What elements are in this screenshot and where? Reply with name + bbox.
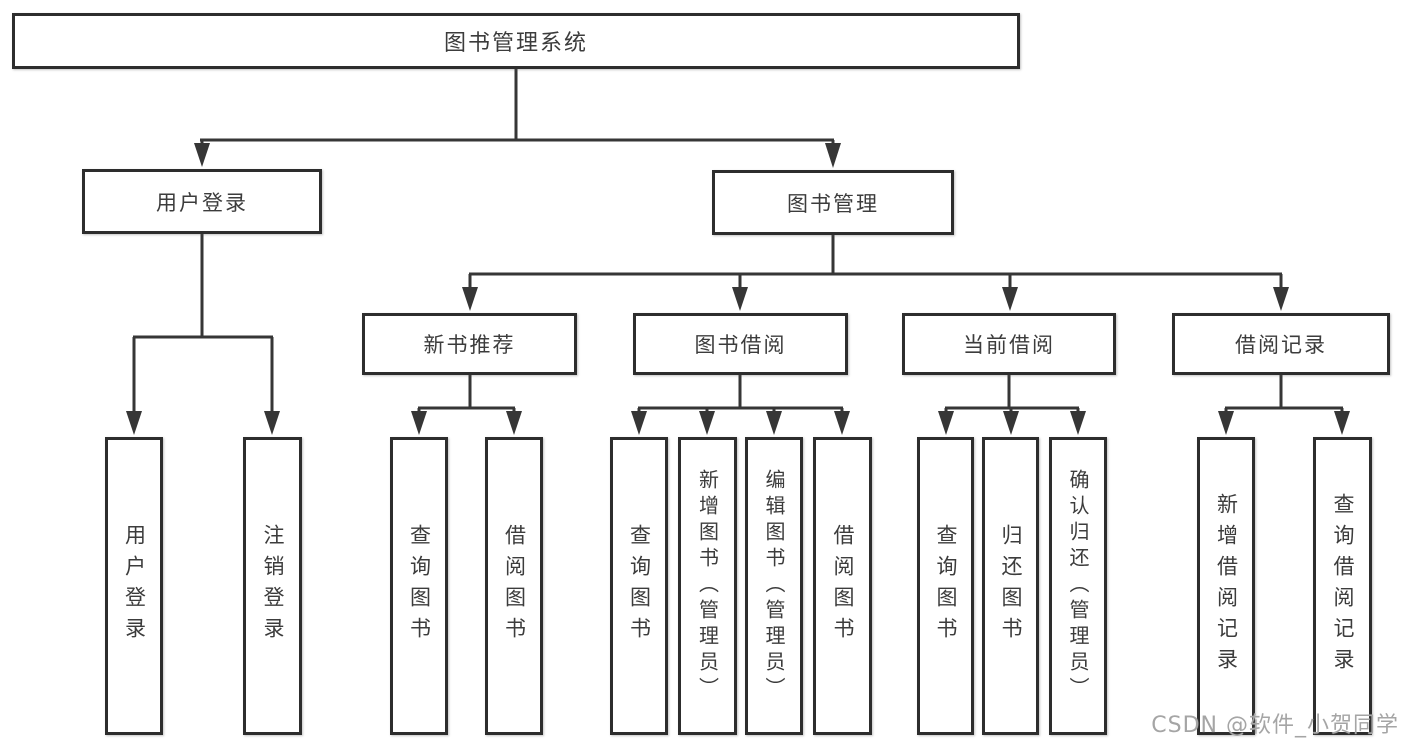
node-root-label: 图书管理系统	[443, 31, 588, 56]
leaf-label: 查询图书	[407, 524, 432, 648]
leaf-query-books-3: 查询图书	[917, 437, 974, 735]
node-root: 图书管理系统	[12, 13, 1020, 69]
leaf-user-login: 用户登录	[105, 437, 163, 735]
node-new-book-recommend: 新书推荐	[362, 313, 577, 375]
node-new-book-recommend-label: 新书推荐	[423, 333, 516, 357]
leaf-add-books-admin: 新增图书（管理员）	[678, 437, 737, 735]
csdn-watermark: CSDN @软件_小贺同学	[1151, 713, 1399, 738]
leaf-label: 新增图书（管理员）	[695, 469, 720, 703]
leaf-query-books-2: 查询图书	[610, 437, 668, 735]
leaf-return-books: 归还图书	[982, 437, 1039, 735]
leaf-label: 查询图书	[934, 524, 958, 648]
leaf-label: 新增借阅记录	[1214, 493, 1239, 679]
node-borrow-records: 借阅记录	[1172, 313, 1390, 375]
leaf-label: 编辑图书（管理员）	[762, 469, 786, 703]
node-book-borrow-label: 图书借阅	[694, 333, 787, 357]
node-book-borrow: 图书借阅	[633, 313, 848, 375]
node-current-borrow: 当前借阅	[902, 313, 1116, 375]
leaf-logout: 注销登录	[243, 437, 302, 735]
leaf-query-books-1: 查询图书	[390, 437, 448, 735]
arrowheads	[126, 143, 1350, 435]
leaf-label: 用户登录	[122, 524, 147, 648]
leaf-label: 借阅图书	[502, 524, 527, 648]
node-user-login: 用户登录	[82, 169, 322, 234]
node-user-login-label: 用户登录	[156, 190, 248, 215]
leaf-confirm-return-admin: 确认归还（管理员）	[1049, 437, 1107, 735]
leaf-borrow-books-1: 借阅图书	[485, 437, 543, 735]
leaf-label: 归还图书	[999, 524, 1023, 648]
leaf-label: 注销登录	[261, 524, 285, 648]
node-borrow-records-label: 借阅记录	[1235, 333, 1327, 357]
leaf-label: 查询图书	[627, 524, 652, 648]
leaf-label: 确认归还（管理员）	[1066, 469, 1090, 703]
leaf-add-borrow-record: 新增借阅记录	[1197, 437, 1255, 735]
node-book-management: 图书管理	[712, 170, 954, 235]
leaf-edit-books-admin: 编辑图书（管理员）	[745, 437, 803, 735]
leaf-label: 查询借阅记录	[1331, 493, 1355, 679]
leaf-borrow-books-2: 借阅图书	[813, 437, 872, 735]
node-book-management-label: 图书管理	[787, 191, 879, 216]
leaf-label: 借阅图书	[831, 524, 855, 648]
node-current-borrow-label: 当前借阅	[963, 333, 1055, 357]
leaf-query-borrow-record: 查询借阅记录	[1313, 437, 1372, 735]
